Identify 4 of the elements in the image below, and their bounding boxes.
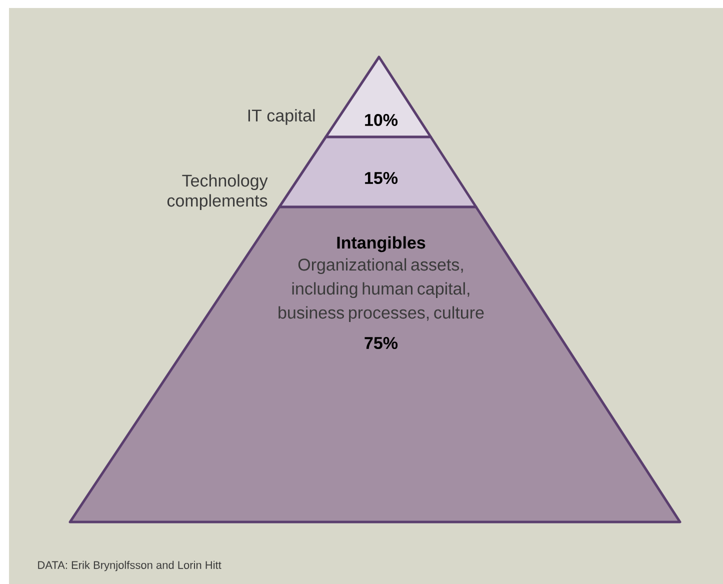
pyramid-layer: 15%	[278, 136, 478, 208]
source-note: DATA: Erik Brynjolfsson and Lorin Hitt	[38, 560, 222, 572]
layer-label: IT capital	[248, 109, 315, 125]
pyramid-layer: 10%	[324, 56, 432, 138]
